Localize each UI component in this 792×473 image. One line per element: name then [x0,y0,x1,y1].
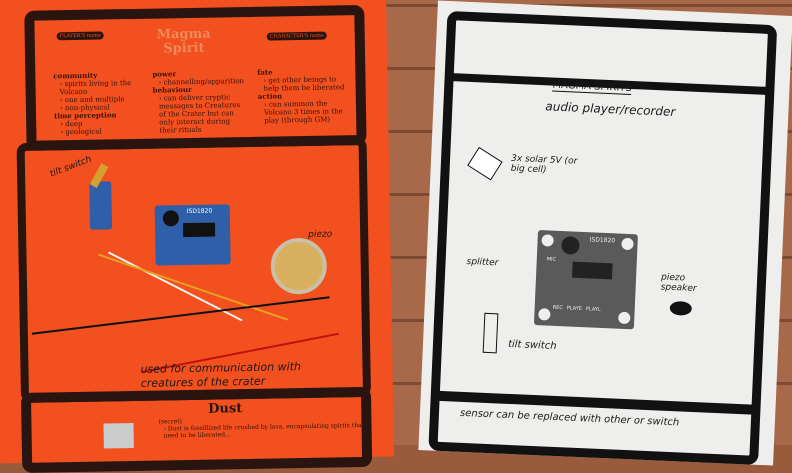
mic-label: MIC [546,256,557,263]
fate-column: fate› get other beings to help them be l… [257,67,353,125]
player-name-tag: PLAYER'S name [56,31,104,41]
mount-hole [538,308,551,321]
chip-label: ISD1820 [589,236,616,245]
solar-label: 3x solar 5V (or big cell) [510,153,578,176]
chip [182,222,216,238]
piezo-speaker-label: piezo speaker [660,272,697,295]
column-item: › can summon the Volcano 3 times in the … [263,99,343,125]
tilt-switch-drawing [482,312,499,354]
button-labels: REC PLAYE PLAYL [553,305,601,313]
audio-recorder-sketch-paper: MAGMA SPIRITS audio player/recorder 3x s… [418,0,792,466]
splitter-label: splitter [466,256,499,269]
tilt-sensor-module [89,181,113,230]
mount-hole [621,237,634,251]
playl-label: PLAYL [585,306,601,313]
tilt-switch-label: tilt switch [507,338,557,352]
piezo-label: piezo [308,229,333,240]
playe-label: PLAYE [566,305,583,313]
isd1820-photo: ISD1820 MIC REC PLAYE PLAYL [533,230,638,330]
communication-note: used for communication with creatures of… [140,360,302,390]
rec-label: REC [552,304,563,312]
column-item: › get other beings to help them be liber… [263,75,345,93]
chip [572,261,613,280]
character-name-tag: CHARACTER'S name [266,31,327,41]
community-column: community› spirits living in the Volcano… [53,71,144,137]
mount-hole [541,234,554,247]
column-item: › can deliver cryptic messages to Creatu… [158,93,241,135]
microphone [162,210,180,227]
chip-label: ISD1820 [186,207,213,216]
dust-title: Dust [208,401,243,417]
mount-hole [618,311,631,325]
microphone [561,236,580,255]
column-item: › geological [60,127,102,137]
isd1820-module: ISD1820 [154,204,231,266]
column-item: › spirits living in the Volcano [59,79,132,97]
